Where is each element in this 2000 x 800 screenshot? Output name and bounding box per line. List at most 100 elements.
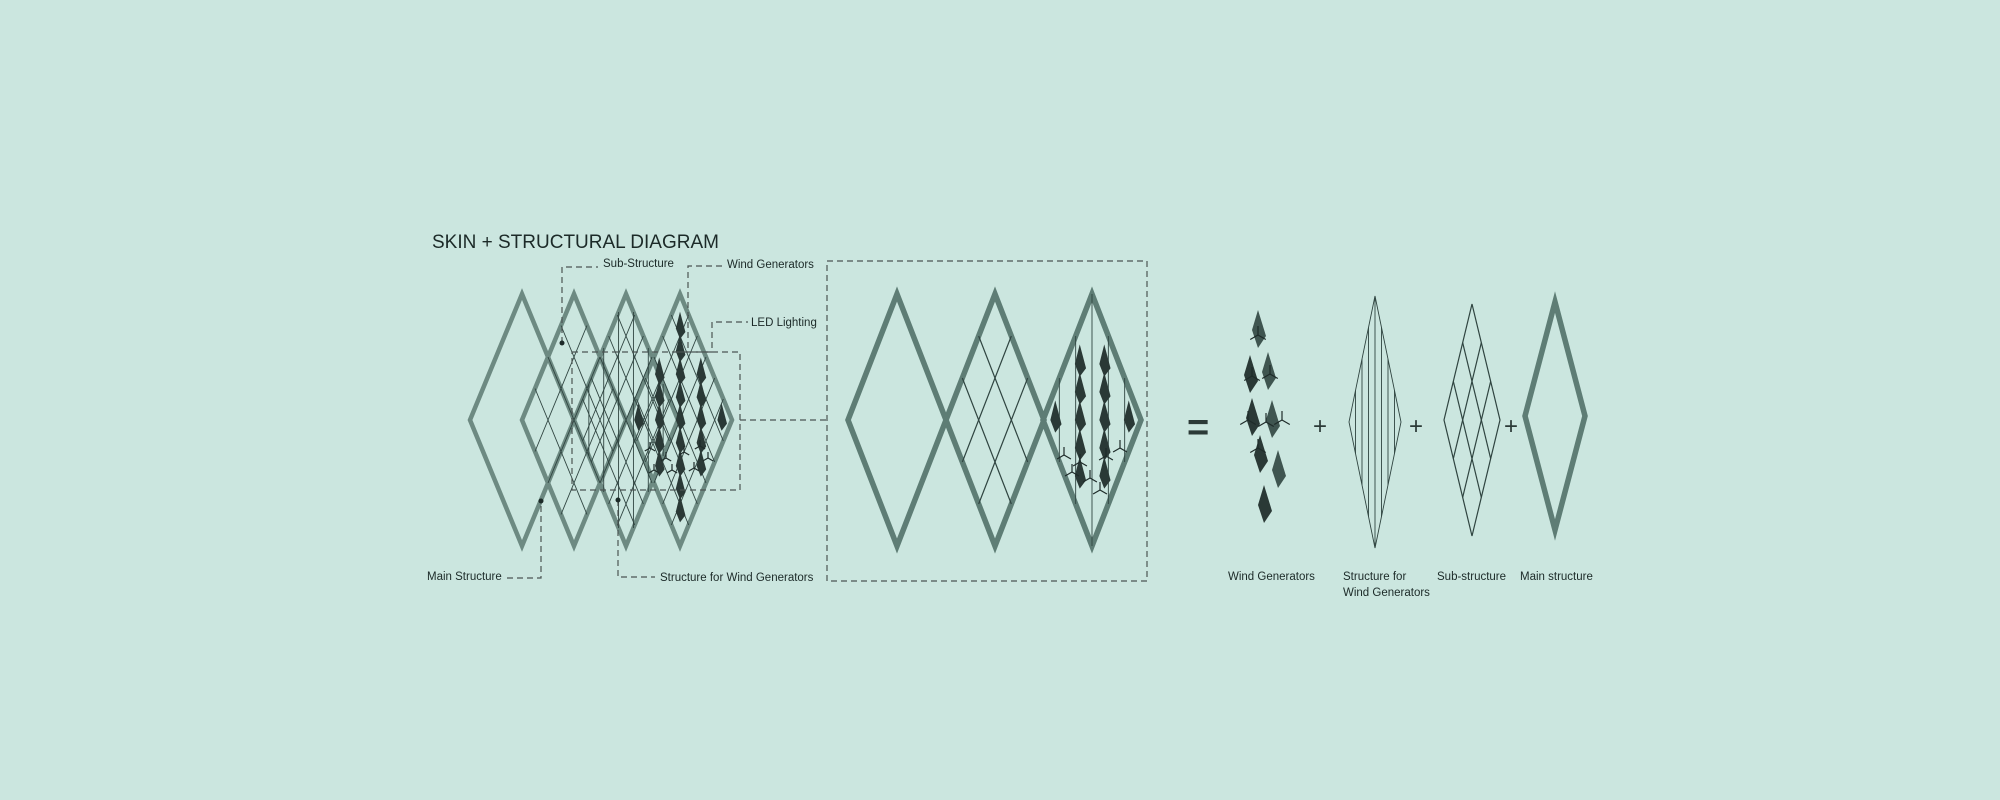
- left-wind-panel: [675, 426, 686, 454]
- component-turbine-blade: [1269, 373, 1279, 380]
- component-wind-panel: [1262, 352, 1276, 390]
- left-turbine: [694, 440, 706, 450]
- wind-generators-leader: [687, 265, 722, 348]
- component-label-structure-line1: Structure for: [1343, 571, 1406, 583]
- mid-wind-panel: [1074, 344, 1087, 377]
- left-sub-lattice-fine-line: [582, 398, 636, 526]
- mid-sub-lattice-line: [961, 335, 1012, 463]
- component-turbine-blade: [1251, 375, 1261, 382]
- diagram-title: SKIN + STRUCTURAL DIAGRAM: [432, 232, 719, 253]
- mid-turbine-blade: [1099, 489, 1108, 495]
- mid-wind-panel: [1099, 372, 1111, 405]
- left-turbine-blade: [649, 447, 656, 452]
- mid-turbine-blade: [1098, 455, 1107, 461]
- sub-structure-leader: [561, 266, 598, 343]
- mid-turbine: [1056, 447, 1072, 460]
- mid-turbine: [1098, 448, 1114, 461]
- left-wind-panel: [675, 471, 686, 500]
- component-sub-outline: [1443, 303, 1501, 537]
- left-turbine: [678, 446, 690, 456]
- left-wind-panel: [717, 403, 727, 431]
- left-turbine: [644, 442, 656, 452]
- mid-turbine: [1092, 482, 1108, 495]
- component-turbine-blade: [1257, 421, 1267, 428]
- enlarged-detail-box: [826, 260, 1148, 582]
- mid-turbine-blade: [1056, 454, 1065, 460]
- left-wind-panel: [655, 449, 665, 477]
- left-turbine-blade: [671, 469, 678, 474]
- mid-wind-panel: [1099, 428, 1111, 461]
- component-turbine: [1257, 413, 1275, 428]
- component-label-wind-generators: Wind Generators: [1228, 571, 1315, 583]
- left-wind-panel: [634, 403, 644, 431]
- mid-turbine: [1064, 464, 1080, 477]
- component-turbine-blade: [1239, 419, 1249, 426]
- component-turbine: [1249, 439, 1267, 454]
- mid-wind-panel: [1074, 400, 1087, 433]
- left-wind-panel: [655, 403, 665, 431]
- left-wind-panel: [675, 449, 686, 477]
- mid-wind-panel: [1074, 428, 1087, 461]
- label-sub-structure: Sub-Structure: [603, 258, 674, 270]
- mid-turbine-blade: [1064, 471, 1073, 477]
- left-wind-panel: [655, 426, 665, 454]
- mid-turbine: [1112, 440, 1128, 453]
- equals-sign: =: [1187, 407, 1209, 449]
- mid-turbine: [1082, 470, 1098, 483]
- label-main-structure: Main Structure: [427, 571, 502, 583]
- mid-turbine-blade: [1112, 447, 1121, 453]
- component-turbine: [1243, 367, 1261, 382]
- left-wind-panel: [675, 357, 686, 385]
- component-turbine-blade: [1257, 447, 1267, 454]
- mid-sub-lattice-line: [961, 377, 1012, 505]
- left-turbine-blade: [644, 447, 651, 452]
- component-wind-generators: [1239, 310, 1291, 523]
- left-wind-panel: [655, 380, 665, 408]
- left-wind-panel: [696, 380, 707, 408]
- mid-turbine-blade: [1082, 477, 1091, 483]
- left-turbine-blade: [653, 469, 660, 474]
- component-label-sub-structure: Sub-structure: [1437, 571, 1506, 583]
- component-wind-panel: [1266, 400, 1280, 438]
- component-label-main-structure: Main structure: [1520, 571, 1593, 583]
- mid-sub-lattice-line: [978, 335, 1029, 463]
- left-turbine-blade: [683, 451, 690, 456]
- component-wind-panel: [1258, 485, 1272, 523]
- enlarged-assembly: [845, 286, 1144, 554]
- component-turbine-blade: [1243, 375, 1253, 382]
- structure-wind-dot: [615, 497, 621, 503]
- plus-sign-3: +: [1504, 413, 1518, 440]
- mid-turbine-blade: [1092, 489, 1101, 495]
- component-sub-lattice-line: [1462, 381, 1492, 498]
- left-turbine-blade: [666, 469, 673, 474]
- component-sub-structure: [1443, 303, 1501, 537]
- plus-sign-2: +: [1409, 413, 1423, 440]
- mid-turbine-blade: [1105, 455, 1114, 461]
- component-turbine-blade: [1281, 419, 1291, 426]
- component-turbine: [1261, 365, 1279, 380]
- layered-assembly: [467, 288, 735, 552]
- mid-main-diamond: [943, 286, 1047, 554]
- mid-sub-lattice-line: [978, 377, 1029, 505]
- component-turbine-blade: [1273, 419, 1283, 426]
- mid-wind-panel: [1099, 344, 1111, 377]
- left-turbine: [702, 452, 714, 462]
- component-label-structure-line2: Wind Generators: [1343, 587, 1430, 599]
- mid-wind-panel: [1099, 400, 1111, 433]
- component-turbine: [1239, 411, 1257, 426]
- component-turbine: [1249, 326, 1267, 341]
- component-wind-panel: [1252, 310, 1266, 348]
- label-led-lighting: LED Lighting: [751, 317, 817, 329]
- component-turbine-blade: [1247, 419, 1257, 426]
- left-wind-panel: [675, 311, 686, 340]
- mid-wind-panel: [1074, 372, 1087, 405]
- mid-turbine-blade: [1089, 477, 1098, 483]
- left-wind-panel: [696, 449, 707, 477]
- label-structure-for-wind-generators: Structure for Wind Generators: [660, 572, 814, 584]
- component-wind-panel: [1246, 398, 1260, 436]
- component-sub-lattice-line: [1452, 342, 1482, 459]
- mid-wind-panel: [1123, 400, 1136, 433]
- left-turbine-blade: [648, 469, 655, 474]
- left-wind-panel: [655, 357, 665, 385]
